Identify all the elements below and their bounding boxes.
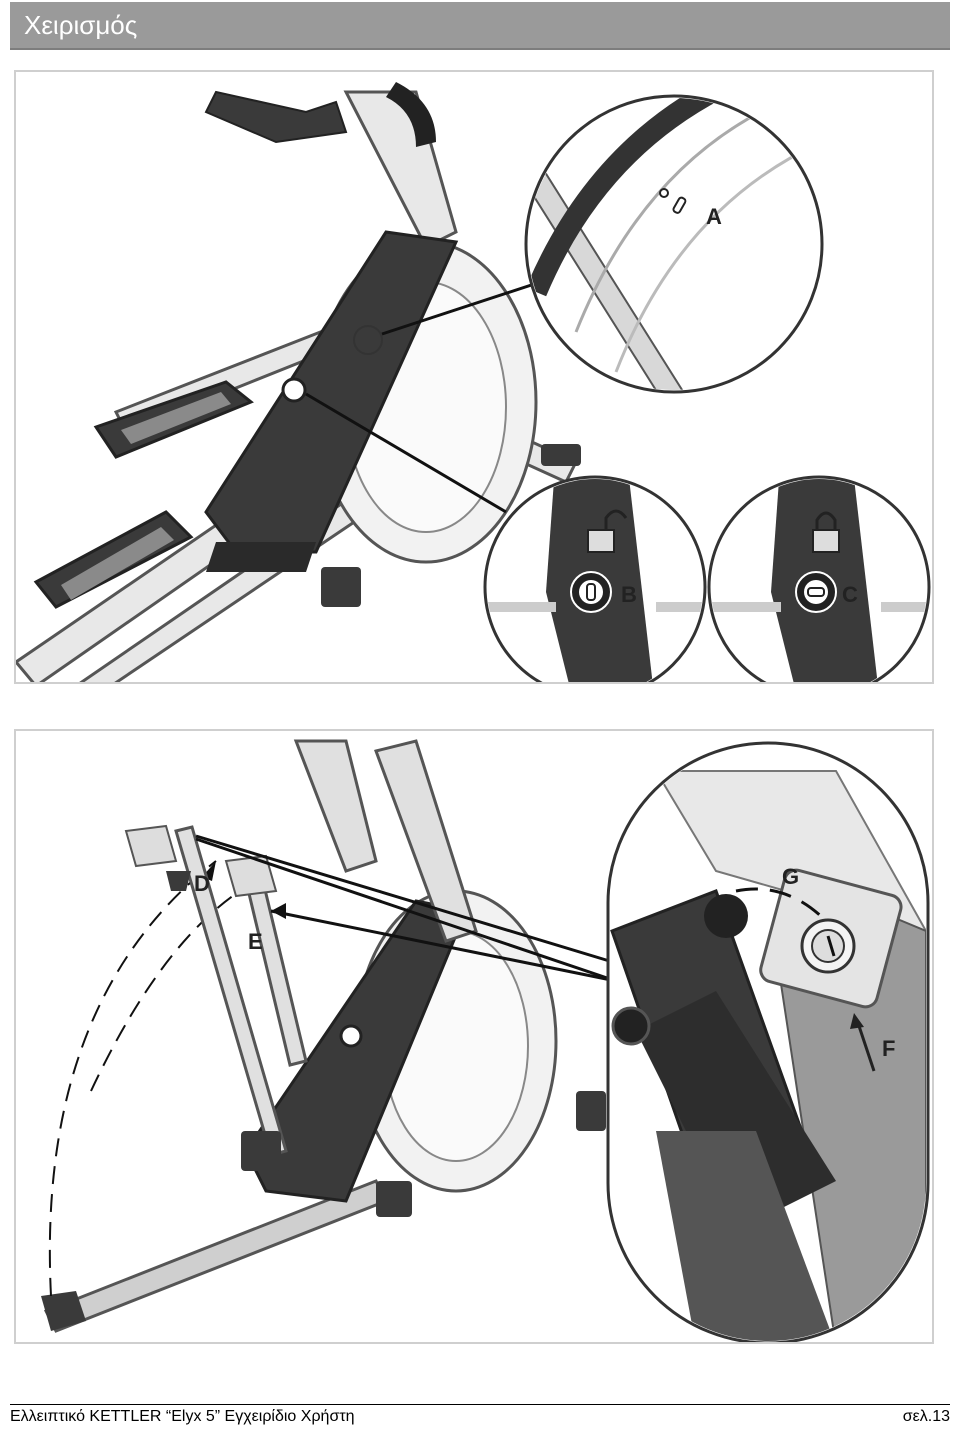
footer-divider [10,1404,950,1405]
folding-illustration-svg: G F D E [41,739,930,1342]
illustration-lock-mechanism: A B [14,70,934,684]
page-title: Χειρισμός [24,10,138,40]
callout-label-c: C [842,582,858,607]
callout-label-d: D [194,871,210,896]
callout-label-g: G [782,864,799,889]
callout-label-a: A [706,204,722,229]
footer-document-title: Ελλειπτικό KETTLER “Elyx 5” Εγχειρίδιο Χ… [10,1408,355,1425]
lock-illustration-svg: A B [16,82,931,682]
page-header: Χειρισμός [10,2,950,50]
callout-label-f: F [882,1036,895,1061]
callout-label-e: E [248,929,263,954]
callout-label-b: B [621,582,637,607]
illustration-folding-mechanism: G F D E [14,729,934,1344]
footer-page-number: σελ.13 [902,1408,950,1425]
